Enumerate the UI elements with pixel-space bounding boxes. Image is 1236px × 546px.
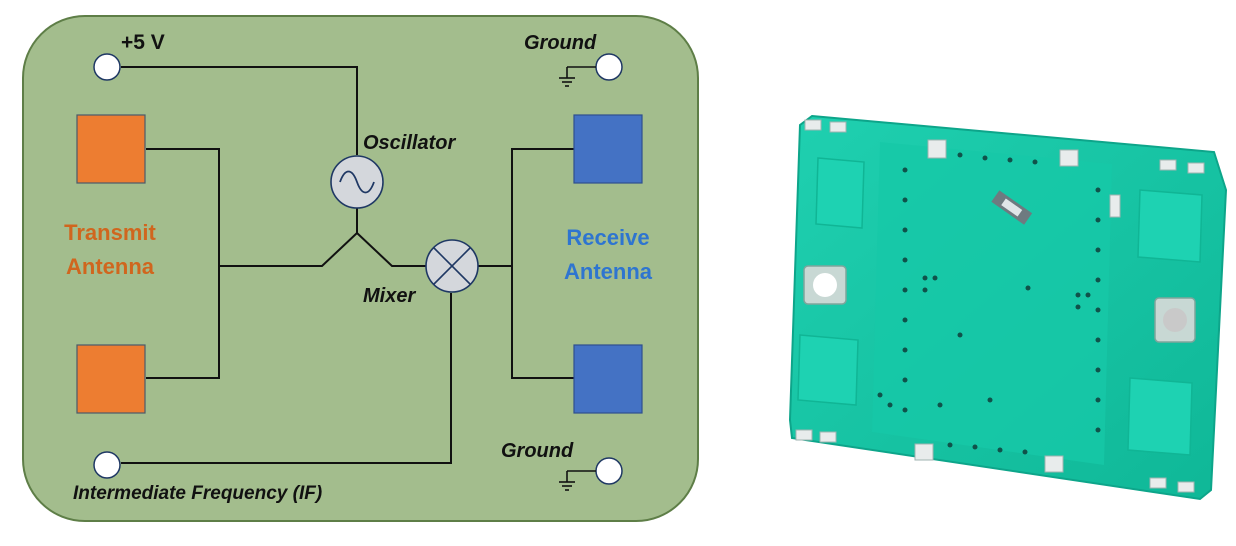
- ground-terminal-top: [595, 53, 623, 81]
- mixer-cross-icon: [433, 247, 471, 285]
- mixer: [425, 239, 479, 293]
- wires: [121, 66, 574, 464]
- receive-antenna-top: [573, 114, 643, 184]
- transmit-label-line2: Antenna: [66, 254, 155, 279]
- ground-bottom-label: Ground: [501, 440, 574, 462]
- transmit-antenna-bottom: [76, 344, 146, 414]
- ground-top-label: Ground: [524, 32, 597, 54]
- oscillator: [330, 155, 384, 209]
- receive-label-line2: Antenna: [564, 259, 653, 284]
- transmit-wire-top: [146, 148, 220, 379]
- ground-terminal-bottom: [595, 457, 623, 485]
- pcb-mounting-pads: [803, 265, 1196, 343]
- pcb-edge-pads: [795, 119, 1205, 493]
- power-label: +5 V: [121, 31, 165, 54]
- receive-label-line1: Receive: [566, 225, 649, 250]
- power-terminal: [93, 53, 121, 81]
- receive-wire: [511, 148, 574, 379]
- transmit-label-line1: Transmit: [64, 220, 156, 245]
- module-board: [22, 15, 699, 522]
- sine-wave-icon: [339, 170, 375, 194]
- pcb-center-region: [872, 142, 1112, 465]
- ground-symbol-icon: [559, 470, 596, 491]
- receive-antenna-bottom: [573, 344, 643, 414]
- if-terminal: [93, 451, 121, 479]
- mixer-label: Mixer: [363, 285, 416, 307]
- pcb-vias: [877, 152, 1101, 455]
- pcb-antenna-patches: [797, 157, 1203, 456]
- if-label: Intermediate Frequency (IF): [73, 483, 322, 504]
- oscillator-label: Oscillator: [363, 132, 456, 154]
- schematic-diagram: +5 V Ground Oscillator Mixer Transmit An…: [22, 15, 699, 522]
- if-wire: [121, 293, 452, 464]
- transmit-antenna-top: [76, 114, 146, 184]
- pcb-chip: [991, 190, 1033, 225]
- radar-module-photo: [788, 114, 1228, 501]
- ground-symbol-icon: [559, 66, 596, 87]
- power-wire: [121, 66, 358, 155]
